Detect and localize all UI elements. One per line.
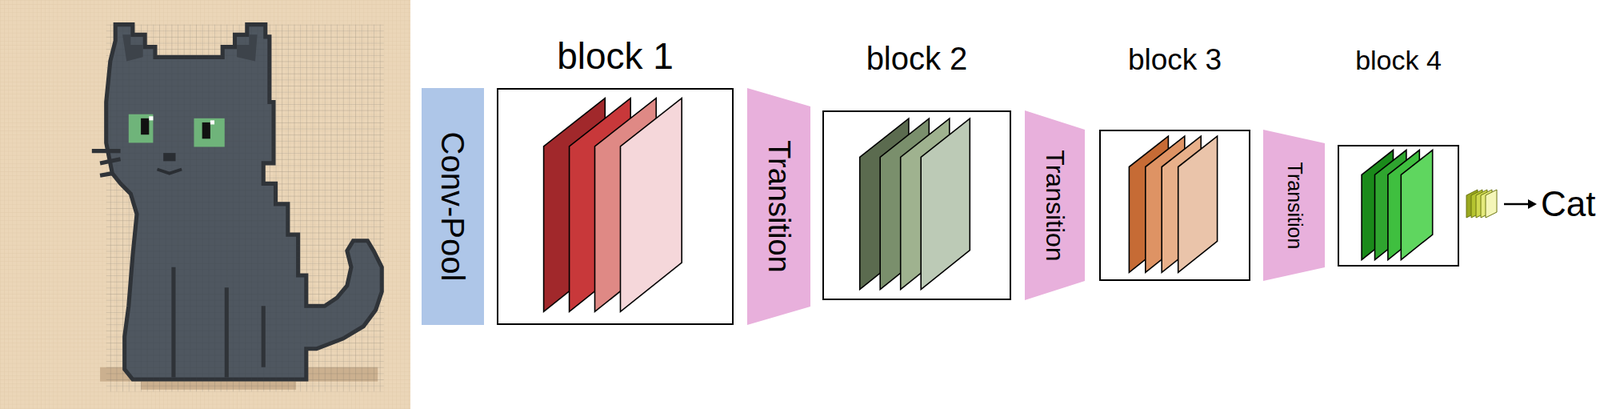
block-frame (823, 111, 1011, 300)
block-frame (1100, 130, 1250, 280)
cat-illustration (0, 0, 411, 409)
transition-trapezoid (747, 88, 811, 325)
cat-eye (193, 118, 224, 148)
cat-legs (173, 267, 264, 378)
dense-block-shape (496, 88, 734, 325)
cat-pupil (202, 122, 211, 139)
dense-block-shape (1337, 144, 1460, 267)
transition-layer: Transition (1263, 129, 1325, 281)
canvas-background (0, 0, 411, 409)
cat-mouth (157, 169, 183, 174)
feature-map (1400, 150, 1432, 260)
cat-pupil (140, 118, 149, 135)
dense-block: block 1 (496, 88, 734, 325)
cat-pixel-texture (106, 24, 384, 392)
dense-block-shape (1099, 129, 1251, 281)
layer-fill (421, 88, 484, 325)
output-feature-map (1485, 189, 1497, 218)
block-frame (1338, 145, 1459, 266)
feature-map (1178, 136, 1218, 272)
output-arrowhead (1528, 199, 1537, 209)
output-feature-maps (1466, 189, 1497, 218)
class-label: Cat (1540, 186, 1596, 222)
canvas-grid (0, 0, 411, 409)
output-arrow (1504, 203, 1530, 206)
layer-label: Transition (1284, 161, 1304, 249)
block-frame (497, 88, 733, 324)
transition-trapezoid (1263, 129, 1325, 281)
cat-whiskers (92, 151, 121, 176)
transition-layer: Transition (1024, 110, 1085, 300)
cat-eye-glint (148, 116, 153, 120)
dense-block: block 4 (1337, 144, 1460, 267)
block-heading: block 3 (1128, 44, 1222, 75)
cat-eye (128, 114, 154, 144)
feature-map (920, 118, 970, 290)
conv-pool-layer: Conv-Pool (421, 88, 484, 325)
dense-block: block 3 (1099, 129, 1251, 281)
layer-label: Transition (1042, 149, 1068, 261)
dense-block-shape (822, 110, 1012, 300)
dense-block: block 2 (822, 110, 1012, 300)
block-heading: block 4 (1355, 46, 1442, 74)
block-heading: block 1 (556, 37, 674, 75)
layer-label: Conv-Pool (436, 132, 469, 282)
block-heading: block 2 (866, 42, 968, 75)
cat-eye-glint (210, 120, 215, 124)
layer-label: Transition (764, 140, 795, 272)
transition-layer: Transition (747, 88, 811, 325)
transition-trapezoid (1024, 110, 1085, 300)
cat-nose (163, 152, 176, 161)
feature-map (620, 98, 683, 312)
